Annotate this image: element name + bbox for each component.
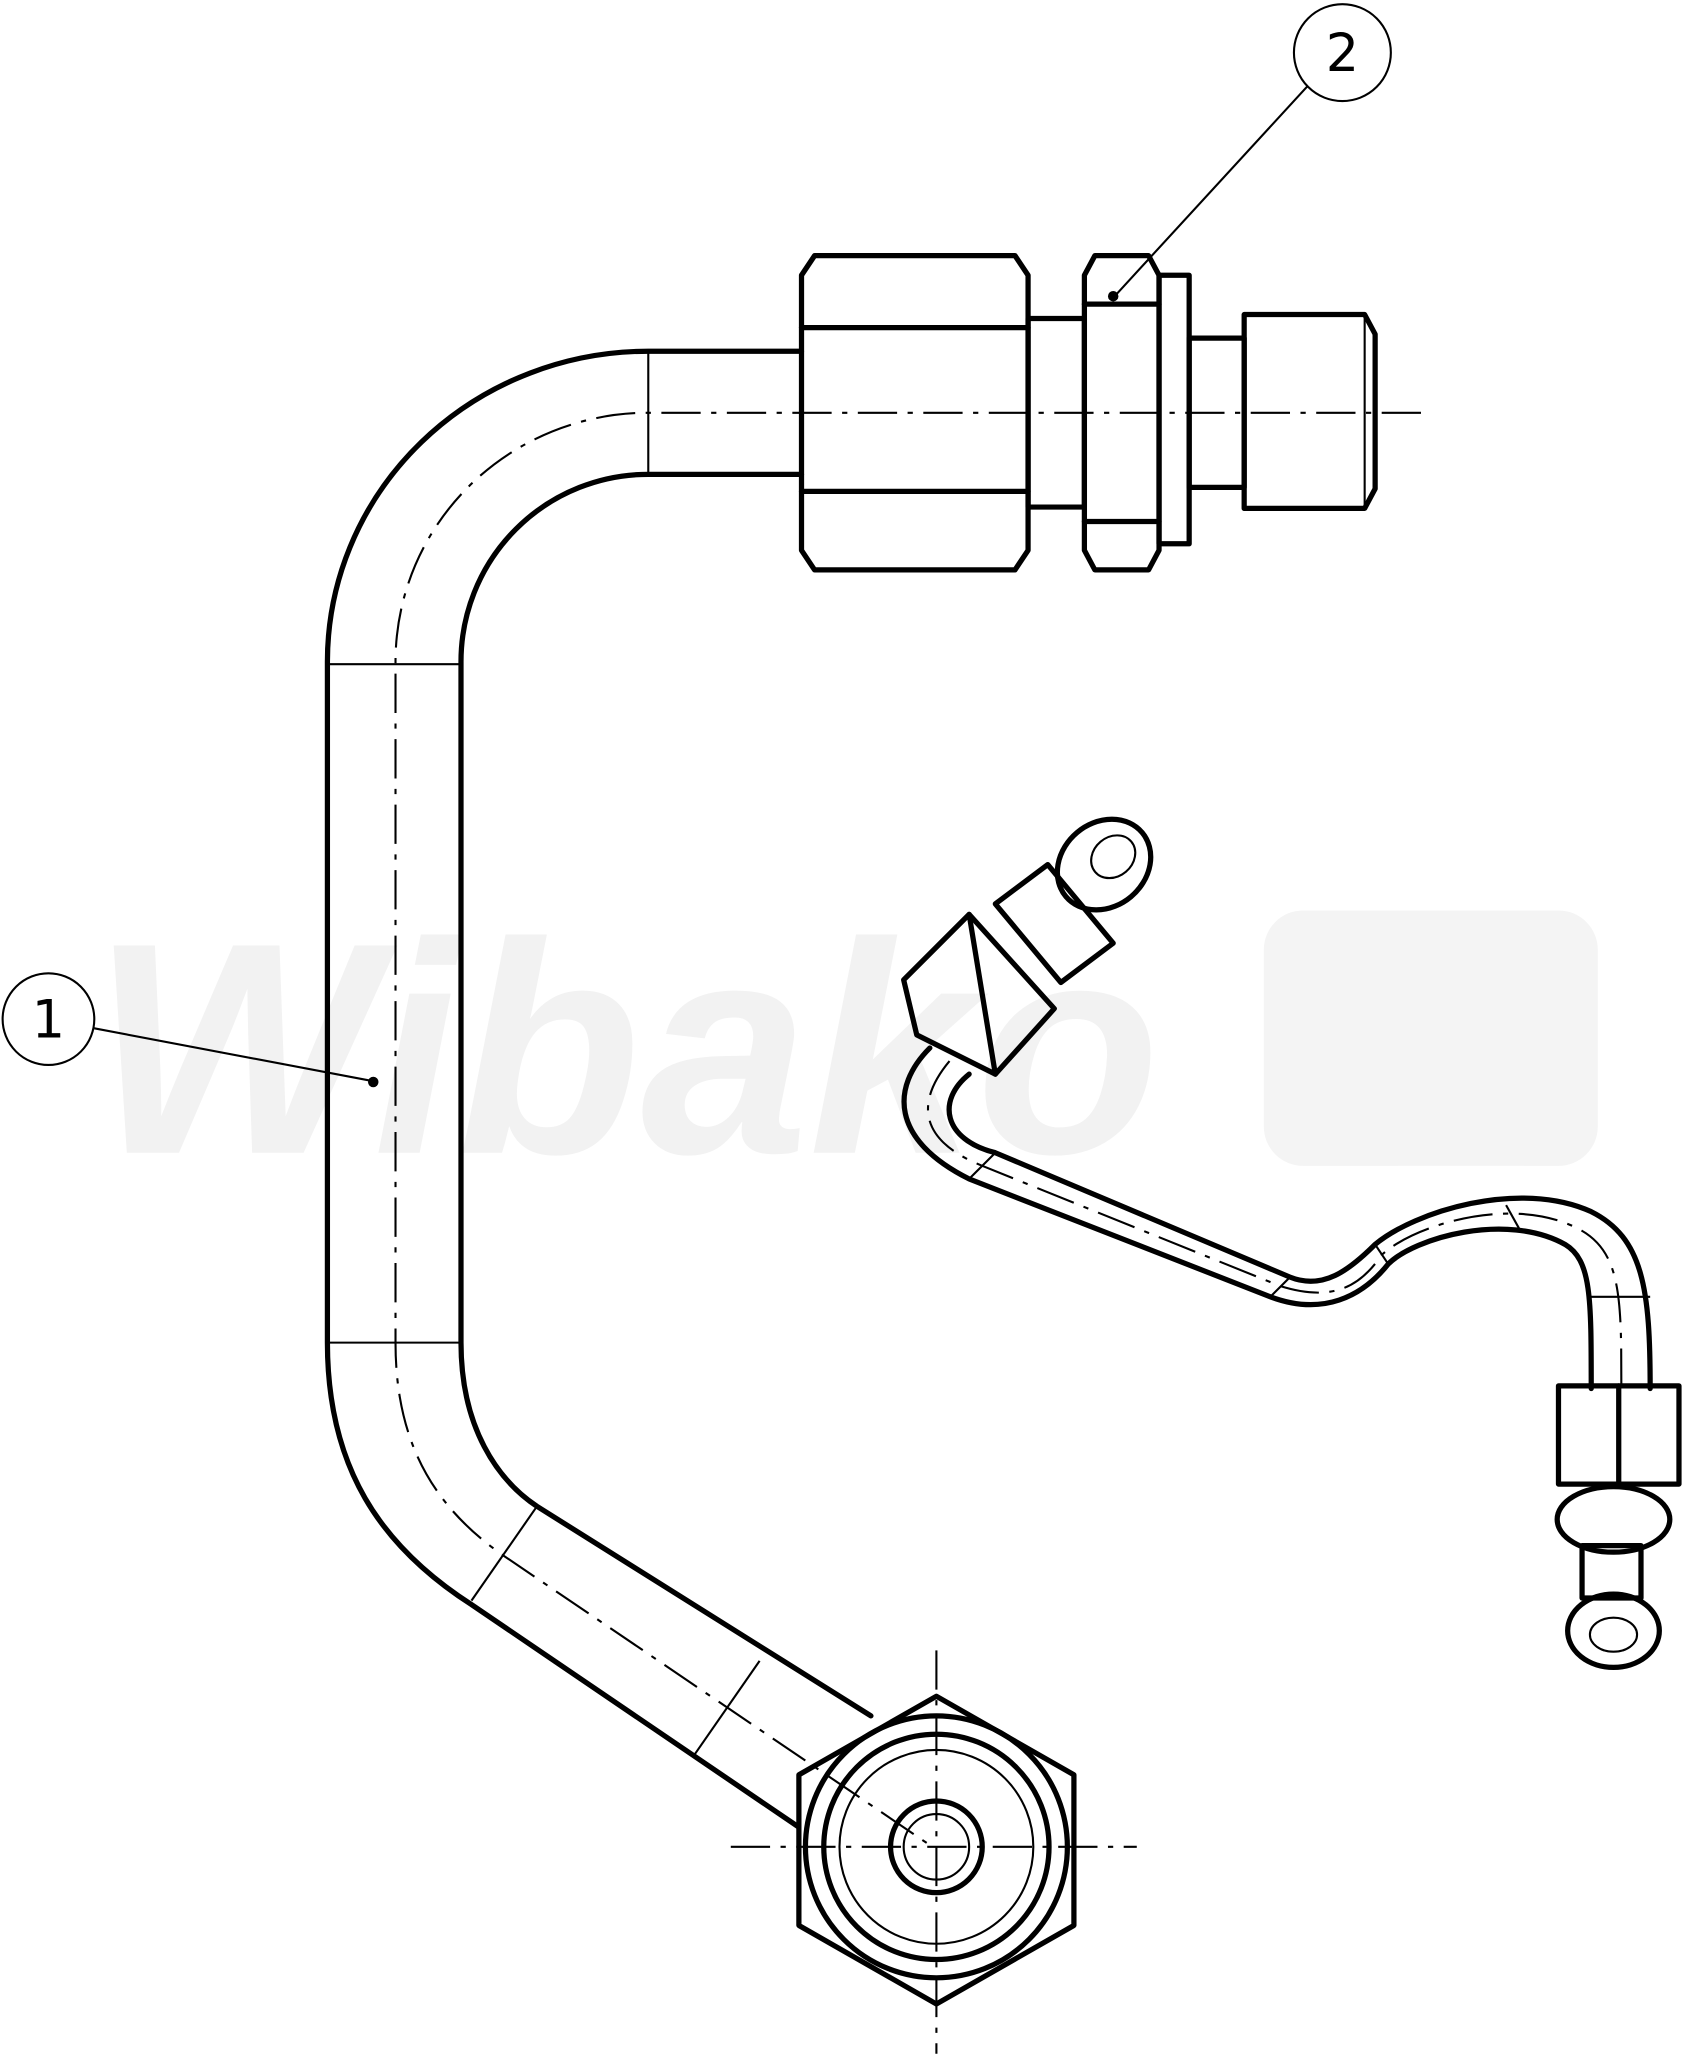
watermark-logo — [1263, 910, 1598, 1166]
watermark: Wibako — [92, 880, 1598, 1217]
bottom-hex-nut — [730, 1650, 1137, 2054]
callout-2-label: 2 — [1326, 23, 1359, 84]
callout-1: 1 — [1, 972, 379, 1088]
callout-1-label: 1 — [32, 989, 65, 1050]
top-fitting — [798, 252, 1378, 573]
main-pipe — [324, 348, 1421, 1848]
isometric-view — [901, 816, 1682, 1671]
callout-2: 2 — [1107, 3, 1392, 302]
watermark-text: Wibako — [92, 880, 1160, 1217]
